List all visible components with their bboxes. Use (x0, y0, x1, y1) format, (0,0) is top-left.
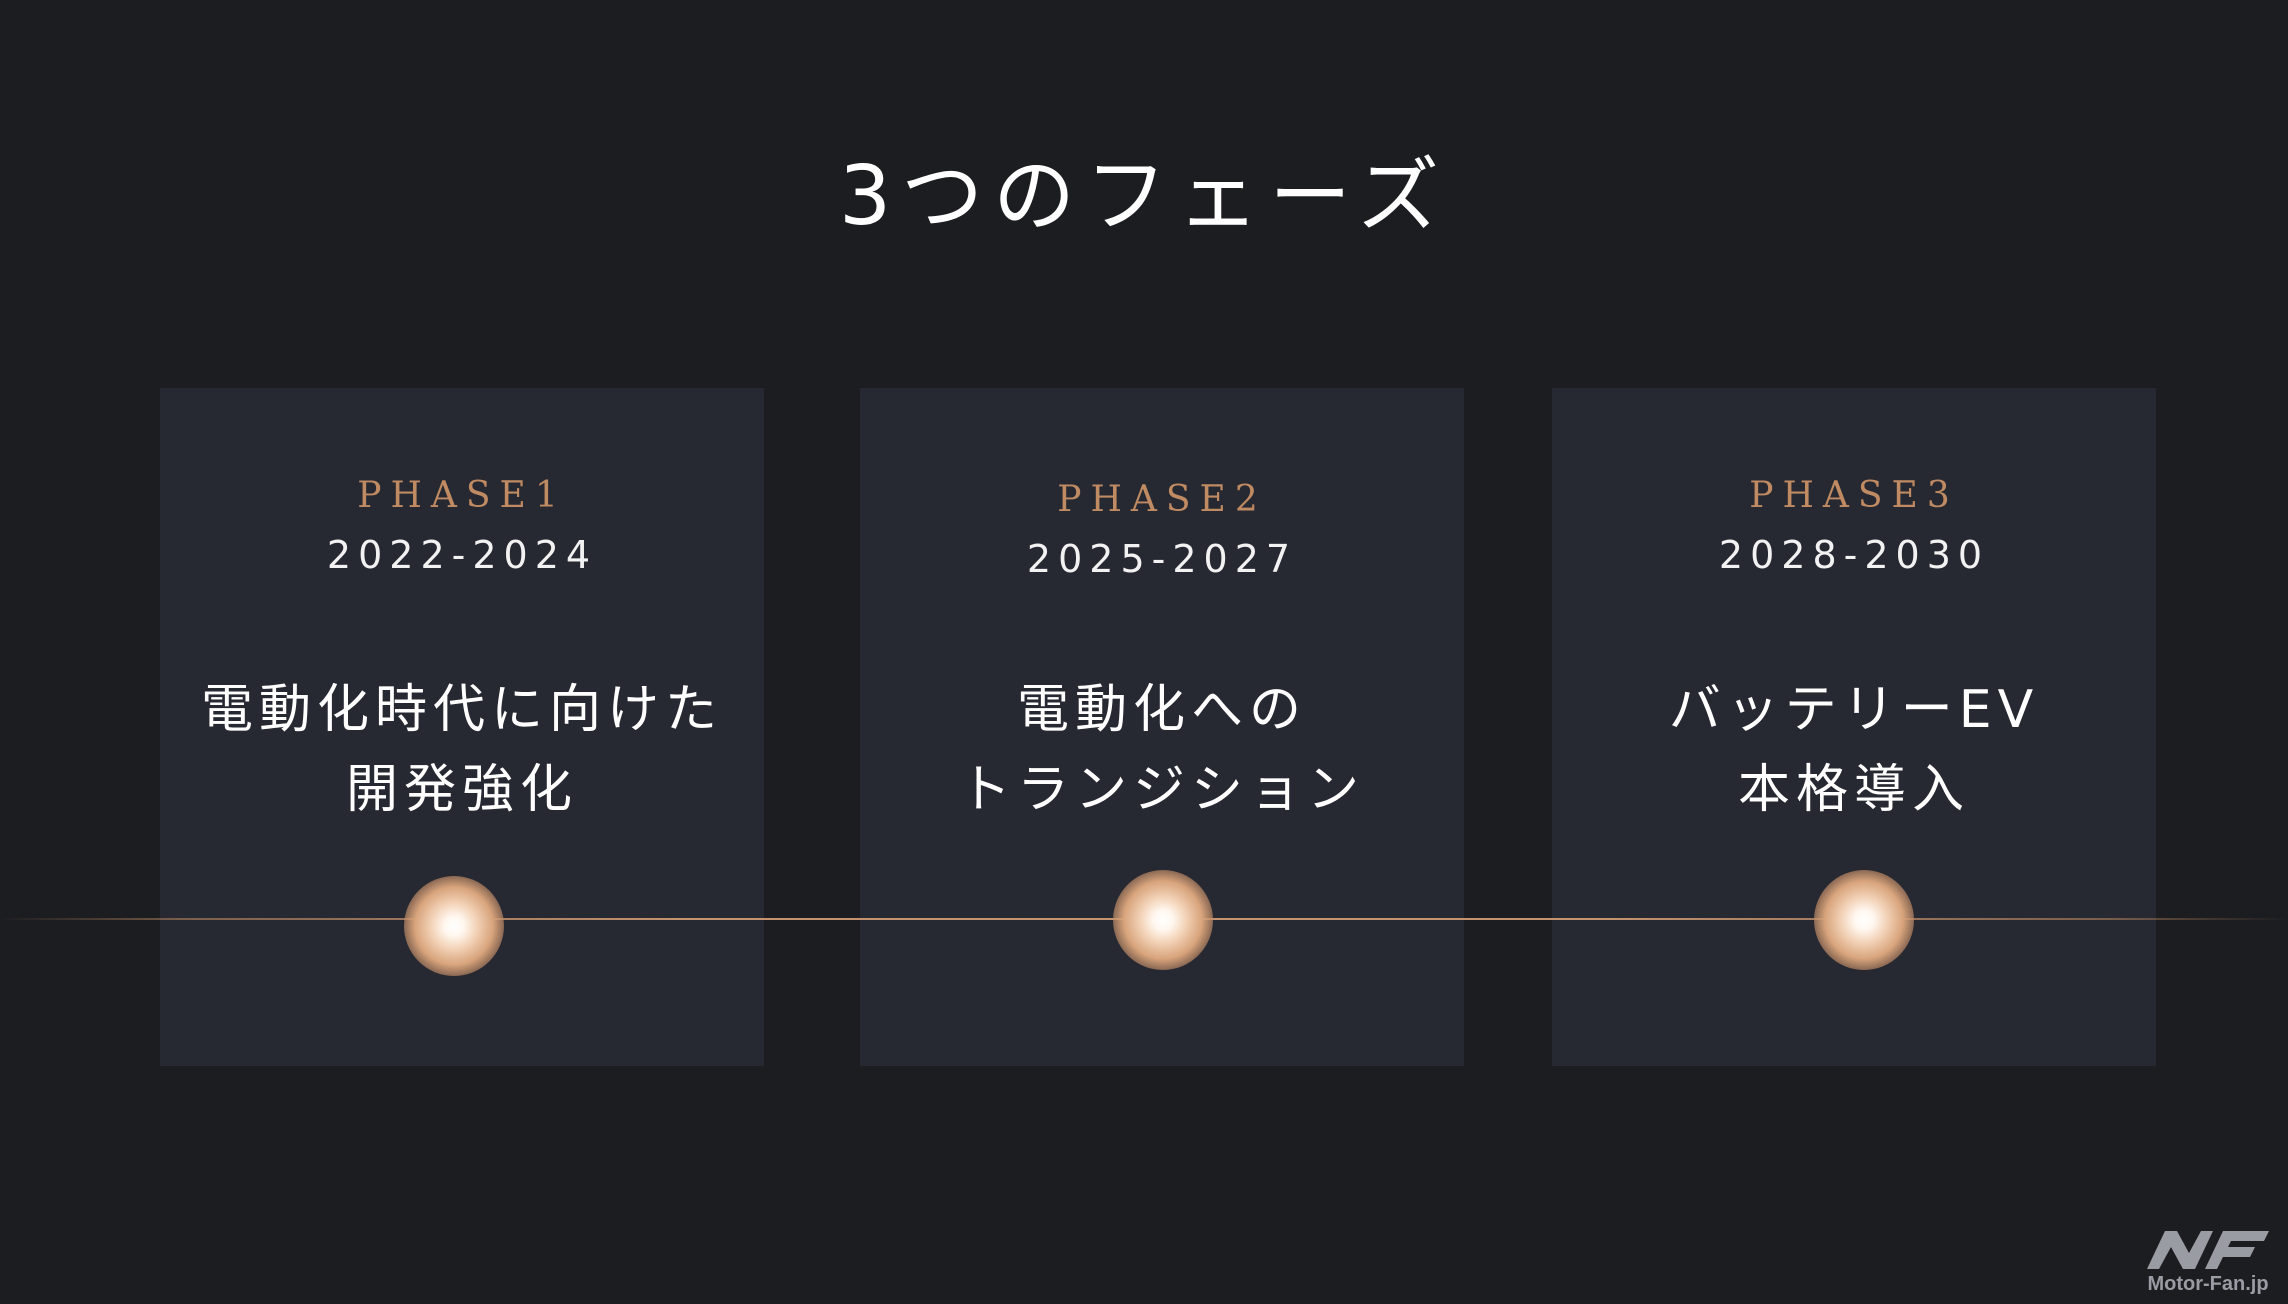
phase-description-line: バッテリーEV (1668, 680, 2040, 740)
timeline-marker-1 (404, 876, 504, 976)
phase-description-line: トランジション (958, 760, 1365, 820)
watermark-text: Motor-Fan.jp (2147, 1273, 2269, 1295)
phase-card-3: PHASE3 2028-2030 バッテリーEV 本格導入 (1552, 388, 2156, 1066)
phase-description-line: 電動化への (1016, 680, 1307, 740)
phase-description: 電動化時代に向けた 開発強化 (160, 670, 764, 830)
phase-label: PHASE1 (357, 475, 567, 516)
timeline-marker-2 (1113, 870, 1213, 970)
phase-description-line: 開発強化 (345, 760, 578, 820)
phase-years: 2028-2030 (1718, 533, 1990, 577)
phase-description-line: 本格導入 (1737, 760, 1970, 820)
phase-description: バッテリーEV 本格導入 (1552, 670, 2156, 830)
phase-label: PHASE2 (1057, 479, 1267, 520)
motorfan-logo-icon (2147, 1231, 2269, 1269)
phase-years: 2025-2027 (1026, 537, 1298, 581)
phase-description: 電動化への トランジション (860, 670, 1464, 830)
slide-title: 3つのフェーズ (838, 149, 1450, 244)
phase-years: 2022-2024 (326, 533, 598, 577)
timeline-marker-3 (1814, 870, 1914, 970)
watermark: Motor-Fan.jp (2138, 1227, 2278, 1296)
phase-label: PHASE3 (1749, 475, 1959, 516)
phase-description-line: 電動化時代に向けた (200, 680, 723, 740)
